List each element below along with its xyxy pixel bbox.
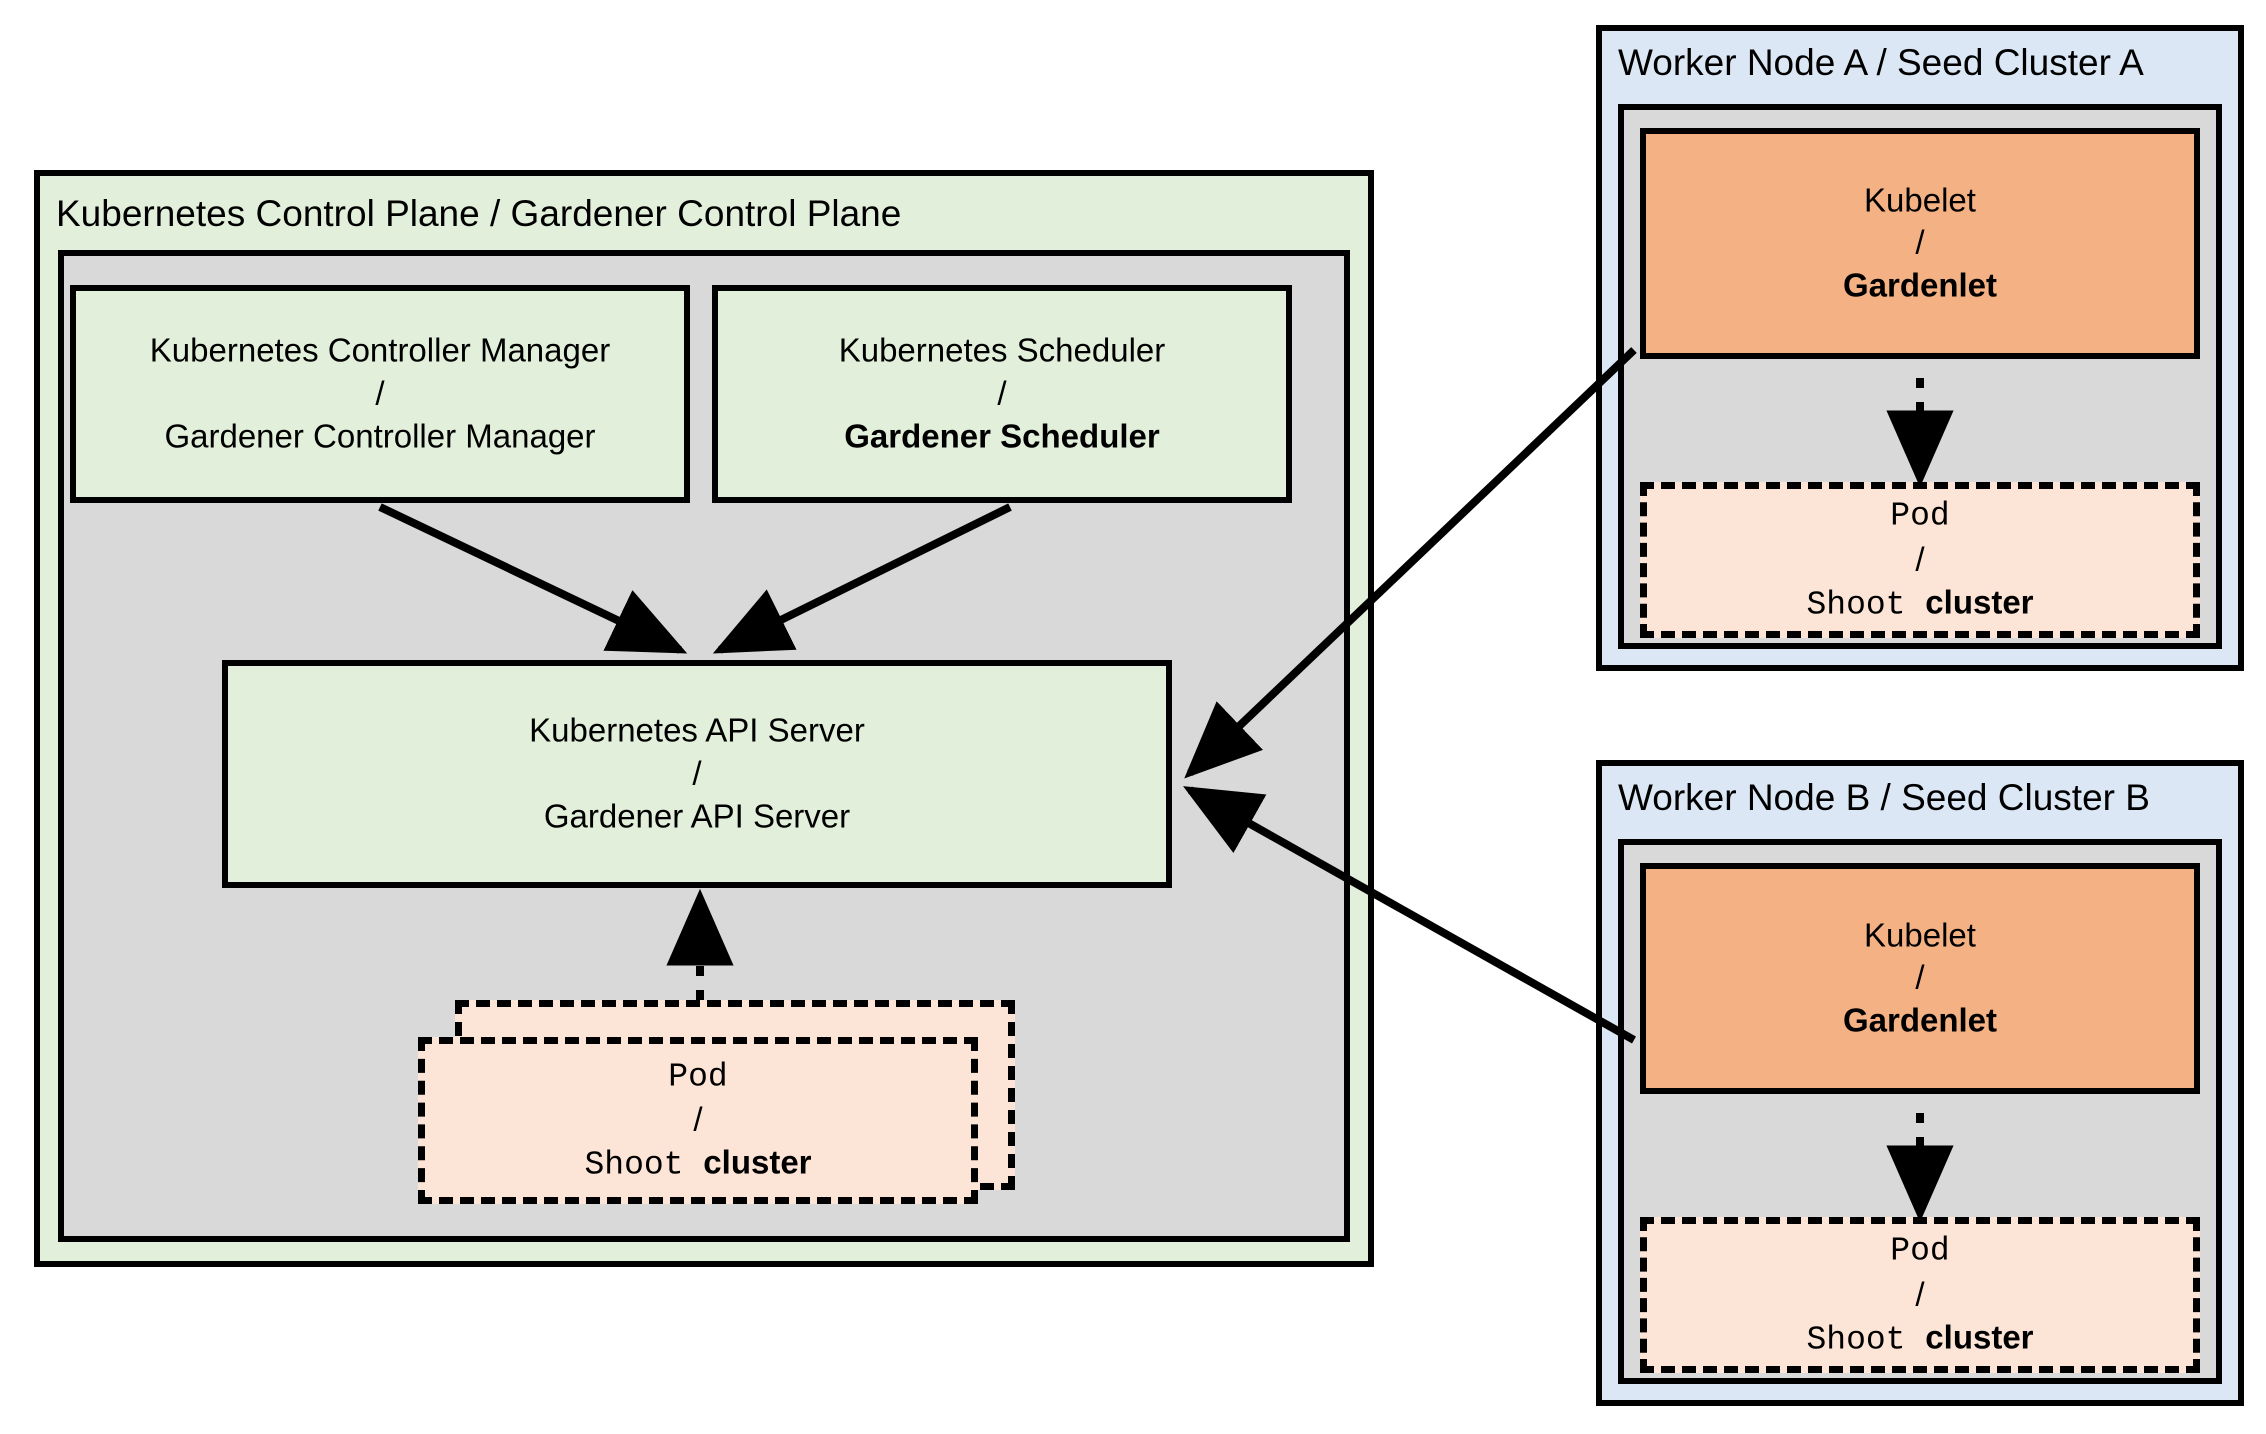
control-plane-pod-line1: Pod	[668, 1058, 728, 1096]
seed-b-kubelet-separator: /	[1915, 959, 1925, 997]
seed-a-pod-line1: Pod	[1890, 497, 1950, 535]
seed-a-kubelet-text: Kubelet / Gardenlet	[1646, 179, 2194, 308]
seed-a-kubelet-line1: Kubelet	[1864, 181, 1976, 219]
seed-b-kubelet-line2: Gardenlet	[1842, 1001, 1998, 1039]
control-plane-pod-shoot: Shoot	[584, 1146, 704, 1184]
controller-manager-separator: /	[375, 374, 385, 412]
api-server-line2: Gardener API Server	[543, 797, 851, 835]
seed-b-kubelet-text: Kubelet / Gardenlet	[1646, 914, 2194, 1043]
api-server-separator: /	[692, 754, 702, 792]
seed-b-pod-separator: /	[1915, 1275, 1925, 1313]
scheduler-line1: Kubernetes Scheduler	[838, 331, 1166, 369]
seed-b-pod-shoot: Shoot	[1806, 1321, 1926, 1359]
seed-a-kubelet-gardenlet-box[interactable]: Kubelet / Gardenlet	[1640, 128, 2200, 359]
seed-b-kubelet-line1: Kubelet	[1864, 916, 1976, 954]
scheduler-line2: Gardener Scheduler	[844, 417, 1160, 455]
seed-b-pod-text: Pod / Shoot cluster	[1647, 1228, 2193, 1363]
seed-a-pod-shoot: Shoot	[1806, 586, 1926, 624]
control-plane-pod-text: Pod / Shoot cluster	[425, 1053, 971, 1188]
api-server-line1: Kubernetes API Server	[529, 711, 865, 749]
seed-a-pod-cluster: cluster	[1925, 583, 2034, 621]
seed-a-pod-separator: /	[1915, 540, 1925, 578]
kubernetes-controller-manager-box[interactable]: Kubernetes Controller Manager / Gardener…	[70, 285, 690, 503]
control-plane-pod-separator: /	[693, 1101, 703, 1139]
seed-b-pod-box[interactable]: Pod / Shoot cluster	[1640, 1217, 2200, 1373]
scheduler-separator: /	[997, 374, 1007, 412]
scheduler-text: Kubernetes Scheduler / Gardener Schedule…	[718, 330, 1286, 459]
seed-b-kubelet-gardenlet-box[interactable]: Kubelet / Gardenlet	[1640, 863, 2200, 1094]
seed-cluster-b-title: Worker Node B / Seed Cluster B	[1618, 777, 2150, 818]
controller-manager-text: Kubernetes Controller Manager / Gardener…	[76, 330, 684, 459]
api-server-text: Kubernetes API Server / Gardener API Ser…	[228, 710, 1166, 839]
seed-a-pod-box[interactable]: Pod / Shoot cluster	[1640, 482, 2200, 638]
seed-a-pod-line2: Shoot cluster	[1806, 583, 2034, 624]
seed-b-pod-cluster: cluster	[1925, 1318, 2034, 1356]
controller-manager-line1: Kubernetes Controller Manager	[149, 331, 611, 369]
control-plane-pod-cluster: cluster	[703, 1143, 812, 1181]
seed-a-pod-text: Pod / Shoot cluster	[1647, 493, 2193, 628]
kubernetes-scheduler-box[interactable]: Kubernetes Scheduler / Gardener Schedule…	[712, 285, 1292, 503]
seed-cluster-a-title: Worker Node A / Seed Cluster A	[1618, 42, 2144, 83]
control-plane-pod-line2: Shoot cluster	[584, 1143, 812, 1184]
controller-manager-line2: Gardener Controller Manager	[164, 417, 596, 455]
seed-b-pod-line2: Shoot cluster	[1806, 1318, 2034, 1359]
kubernetes-api-server-box[interactable]: Kubernetes API Server / Gardener API Ser…	[222, 660, 1172, 888]
control-plane-title: Kubernetes Control Plane / Gardener Cont…	[56, 193, 902, 234]
seed-a-kubelet-line2: Gardenlet	[1842, 266, 1998, 304]
seed-b-pod-line1: Pod	[1890, 1232, 1950, 1270]
seed-a-kubelet-separator: /	[1915, 224, 1925, 262]
control-plane-pod-box[interactable]: Pod / Shoot cluster	[418, 1037, 978, 1204]
